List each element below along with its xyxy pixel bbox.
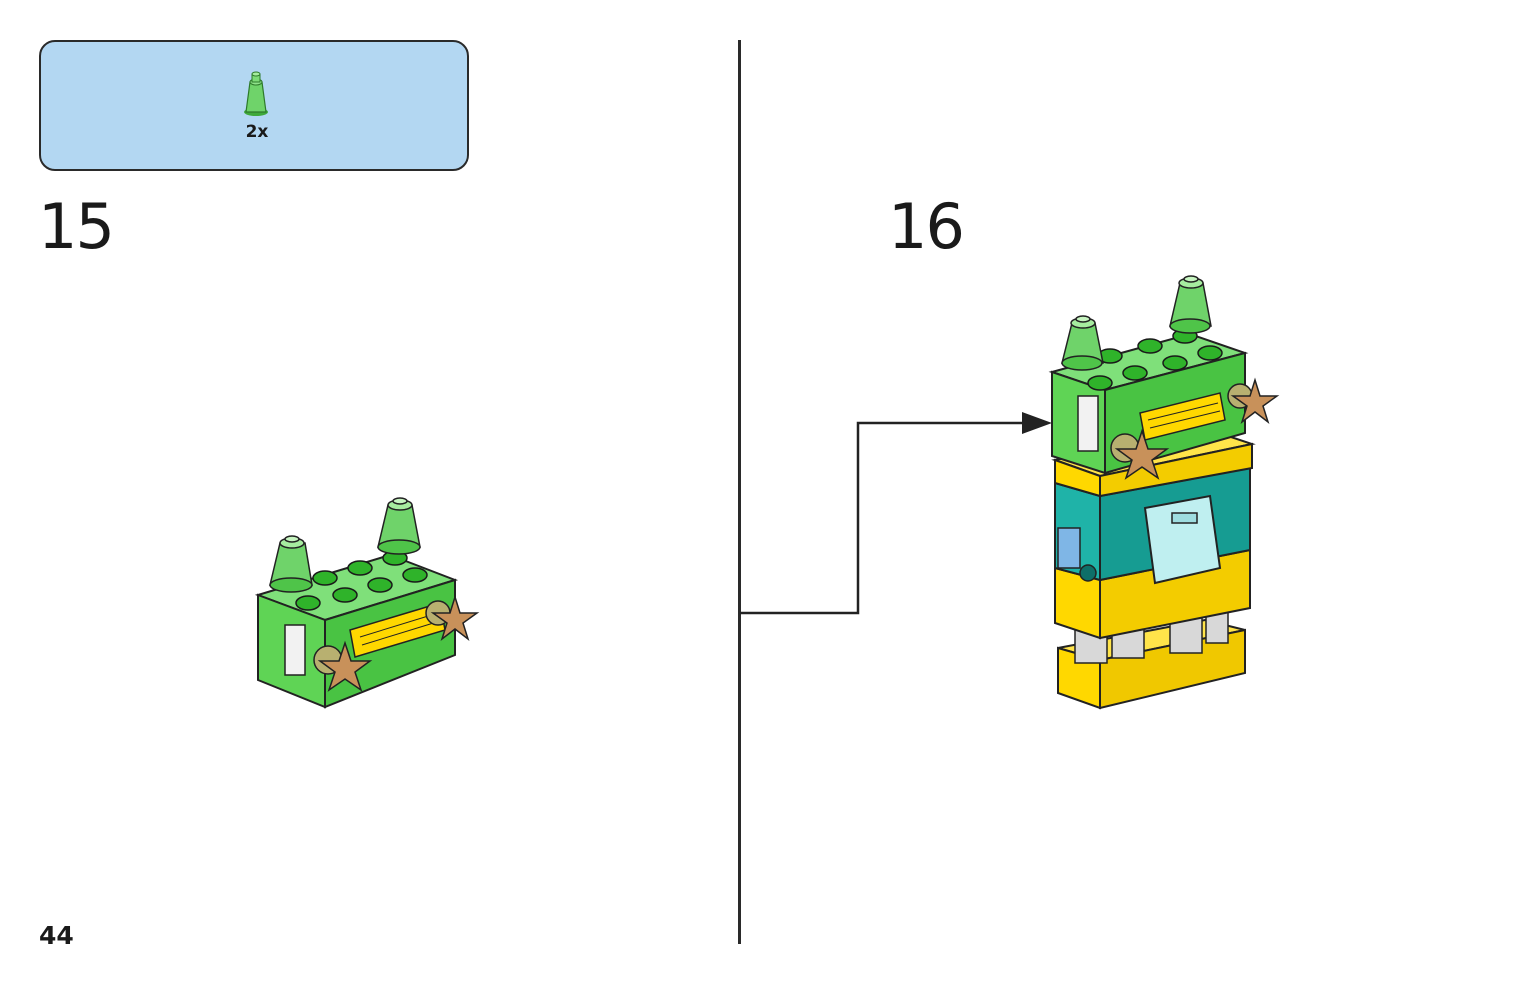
step-number-15: 15	[38, 190, 115, 263]
part-quantity: 2x	[245, 122, 269, 142]
step-15-build-illustration	[254, 497, 480, 709]
parts-callout: 2x	[39, 40, 469, 171]
page-divider	[738, 40, 741, 944]
step-number-16: 16	[888, 190, 965, 263]
step-16-build-illustration	[740, 275, 1280, 710]
green-cone-brick-icon	[244, 71, 268, 116]
arrow-head-icon	[1022, 412, 1052, 434]
page-number: 44	[39, 921, 74, 950]
